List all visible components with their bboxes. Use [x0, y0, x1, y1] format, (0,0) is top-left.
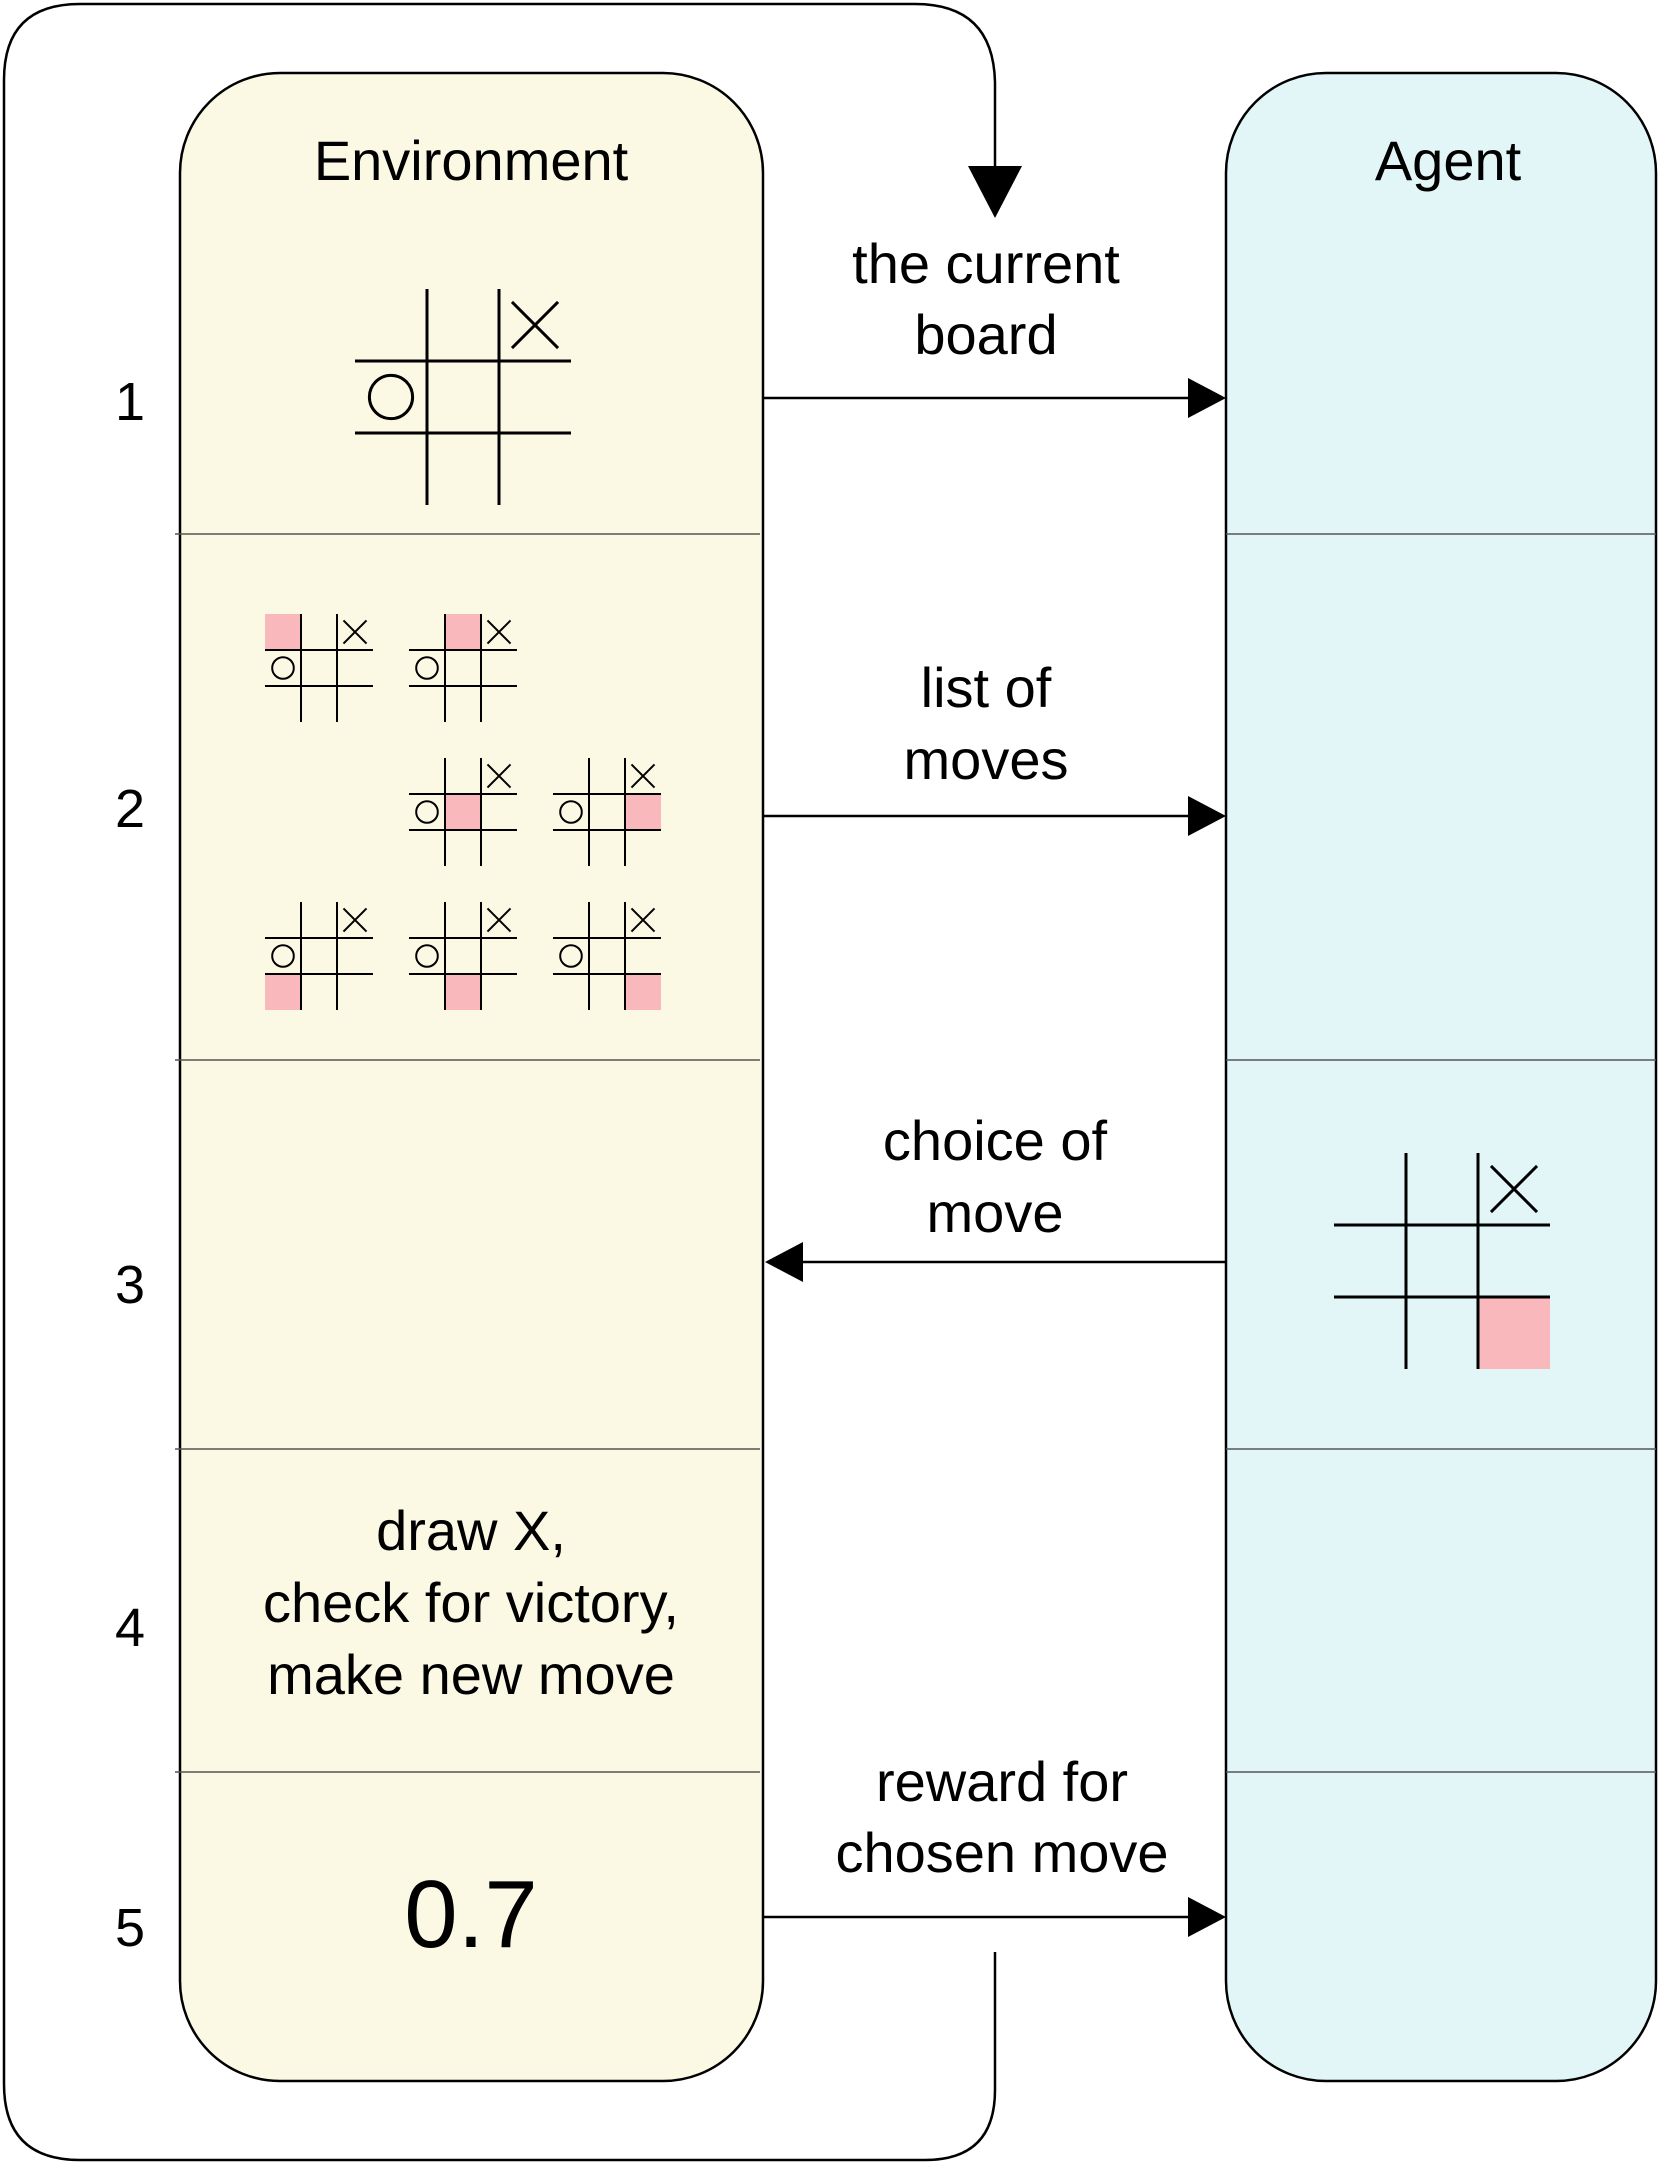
- candidate-board: [409, 758, 517, 866]
- o-mark-icon: [559, 800, 583, 824]
- o-mark-icon: [271, 944, 295, 968]
- reward-value: 0.7: [404, 1861, 537, 1968]
- label-list-of-moves-line1: list of: [921, 656, 1052, 719]
- x-mark-icon: [486, 619, 512, 645]
- highlighted-cell: [445, 614, 481, 650]
- candidate-board: [553, 758, 661, 866]
- arrow-current-board-head: [1188, 378, 1226, 418]
- step-number-2: 2: [115, 779, 145, 839]
- arrow-reward-head: [1188, 1897, 1226, 1937]
- step-number-1: 1: [115, 372, 145, 432]
- label-reward-line2: chosen move: [835, 1821, 1168, 1884]
- x-mark-icon: [630, 907, 656, 933]
- x-mark-icon: [510, 300, 560, 350]
- row-dividers: [175, 533, 1656, 1773]
- highlighted-cell: [625, 794, 661, 830]
- x-mark-icon: [630, 763, 656, 789]
- x-mark-icon: [486, 907, 512, 933]
- step-number-4: 4: [115, 1598, 145, 1658]
- x-mark-icon: [486, 763, 512, 789]
- step-number-3: 3: [115, 1255, 145, 1315]
- highlighted-cell: [265, 974, 301, 1010]
- step4-line3: make new move: [267, 1643, 675, 1706]
- highlighted-cell: [1478, 1297, 1550, 1369]
- o-mark-icon: [559, 944, 583, 968]
- chosen-move-board: [1334, 1153, 1550, 1369]
- label-choice-of-move-line2: move: [927, 1181, 1064, 1244]
- highlighted-cell: [625, 974, 661, 1010]
- step4-line2: check for victory,: [263, 1571, 679, 1634]
- step4-line1: draw X,: [376, 1499, 566, 1562]
- step-number-5: 5: [115, 1898, 145, 1958]
- o-mark-icon: [415, 944, 439, 968]
- feedback-loop-arrowhead: [968, 166, 1022, 218]
- candidate-board: [265, 614, 373, 722]
- o-mark-icon: [271, 656, 295, 680]
- environment-title: Environment: [314, 129, 629, 192]
- candidate-board: [409, 902, 517, 1010]
- x-mark-icon: [342, 907, 368, 933]
- x-mark-icon: [342, 619, 368, 645]
- highlighted-cell: [445, 794, 481, 830]
- label-current-board-line1: the current: [852, 232, 1120, 295]
- o-mark-icon: [415, 656, 439, 680]
- o-mark-icon: [367, 373, 415, 421]
- agent-panel: [1224, 71, 1658, 2083]
- agent-title: Agent: [1375, 129, 1522, 192]
- x-mark-icon: [1489, 1164, 1539, 1214]
- candidate-board: [265, 902, 373, 1010]
- arrow-list-of-moves-head: [1188, 796, 1226, 836]
- highlighted-cell: [265, 614, 301, 650]
- label-current-board-line2: board: [914, 303, 1057, 366]
- candidate-board: [409, 614, 517, 722]
- environment-panel: [178, 71, 765, 2083]
- label-reward-line1: reward for: [876, 1750, 1128, 1813]
- label-choice-of-move-line1: choice of: [883, 1109, 1108, 1172]
- current-board: [355, 289, 571, 505]
- label-list-of-moves-line2: moves: [904, 728, 1069, 791]
- candidate-board: [553, 902, 661, 1010]
- arrow-choice-of-move-head: [765, 1242, 803, 1282]
- feedback-loop-line: [2, 2, 997, 2162]
- o-mark-icon: [415, 800, 439, 824]
- highlighted-cell: [445, 974, 481, 1010]
